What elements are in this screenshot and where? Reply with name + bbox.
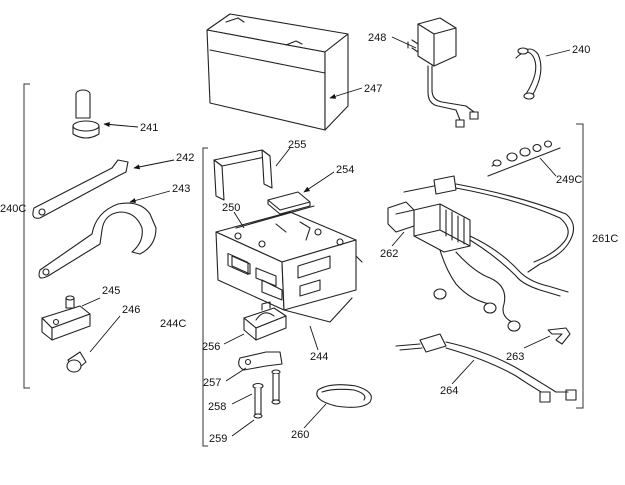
fastener-set-part bbox=[487, 140, 561, 177]
callout-262: 262 bbox=[380, 248, 398, 260]
callout-258: 258 bbox=[208, 401, 226, 413]
charger-part bbox=[407, 17, 479, 128]
leader-243 bbox=[129, 190, 171, 203]
leader-254 bbox=[303, 171, 335, 193]
battery-tray-244-part bbox=[215, 205, 363, 323]
callout-261c: 261C bbox=[592, 233, 618, 245]
bolt-241-part bbox=[72, 89, 100, 139]
hose-part bbox=[515, 48, 542, 97]
spanner-243-part bbox=[38, 202, 157, 279]
charger-plug-2 bbox=[469, 111, 479, 120]
charger-plug-1 bbox=[455, 119, 465, 128]
leader-263 bbox=[523, 335, 551, 349]
callout-241: 241 bbox=[140, 122, 158, 134]
leader-247 bbox=[329, 87, 363, 99]
u-bracket-255-part bbox=[213, 149, 273, 201]
callout-254: 254 bbox=[336, 164, 354, 176]
leader-256 bbox=[223, 333, 245, 345]
leader-260 bbox=[303, 403, 327, 429]
leader-246 bbox=[89, 315, 121, 353]
callout-248: 248 bbox=[368, 32, 386, 44]
callout-240c: 240C bbox=[0, 203, 26, 215]
loop-strap-260-part bbox=[316, 384, 372, 408]
wrench-242-part bbox=[32, 159, 129, 219]
leader-250 bbox=[233, 211, 245, 229]
block-245-part bbox=[41, 295, 91, 341]
leader-255 bbox=[275, 147, 291, 167]
callout-250: 250 bbox=[222, 202, 240, 214]
leader-258 bbox=[231, 393, 253, 405]
bolts-258-part bbox=[252, 369, 281, 419]
leader-259 bbox=[231, 419, 255, 437]
callout-264: 264 bbox=[440, 385, 458, 397]
callout-244: 244 bbox=[310, 351, 328, 363]
callout-257: 257 bbox=[203, 377, 221, 389]
leader-248 bbox=[391, 36, 417, 49]
bracket-261c bbox=[576, 123, 584, 409]
leader-257 bbox=[225, 367, 247, 382]
clip-263-part bbox=[547, 327, 571, 345]
callout-249c: 249C bbox=[556, 174, 582, 186]
leader-249c bbox=[539, 157, 557, 177]
callout-240: 240 bbox=[572, 44, 590, 56]
callout-243: 243 bbox=[172, 183, 190, 195]
callout-263: 263 bbox=[506, 351, 524, 363]
callout-245: 245 bbox=[102, 285, 120, 297]
plate-254-part bbox=[267, 191, 311, 215]
battery-part bbox=[206, 13, 349, 131]
clamp-256-part bbox=[243, 301, 287, 341]
strap-257-part bbox=[238, 351, 283, 371]
cap-246-part bbox=[66, 351, 87, 373]
bracket-240c bbox=[23, 83, 30, 389]
callout-255: 255 bbox=[288, 139, 306, 151]
leader-262 bbox=[391, 231, 405, 247]
leader-264 bbox=[451, 359, 475, 385]
leader-244 bbox=[309, 325, 319, 351]
leader-241 bbox=[103, 121, 139, 128]
wire-harness-261-part bbox=[387, 175, 575, 332]
bracket-244c bbox=[202, 147, 208, 447]
callout-259: 259 bbox=[209, 433, 227, 445]
callout-256: 256 bbox=[202, 341, 220, 353]
callout-260: 260 bbox=[291, 429, 309, 441]
leader-240 bbox=[545, 49, 571, 57]
callout-242: 242 bbox=[176, 152, 194, 164]
leader-245 bbox=[81, 297, 101, 307]
callout-246: 246 bbox=[122, 304, 140, 316]
callout-244c: 244C bbox=[160, 318, 186, 330]
leader-242 bbox=[133, 159, 175, 170]
callout-247: 247 bbox=[364, 83, 382, 95]
wire-harness-264-part bbox=[395, 333, 577, 403]
